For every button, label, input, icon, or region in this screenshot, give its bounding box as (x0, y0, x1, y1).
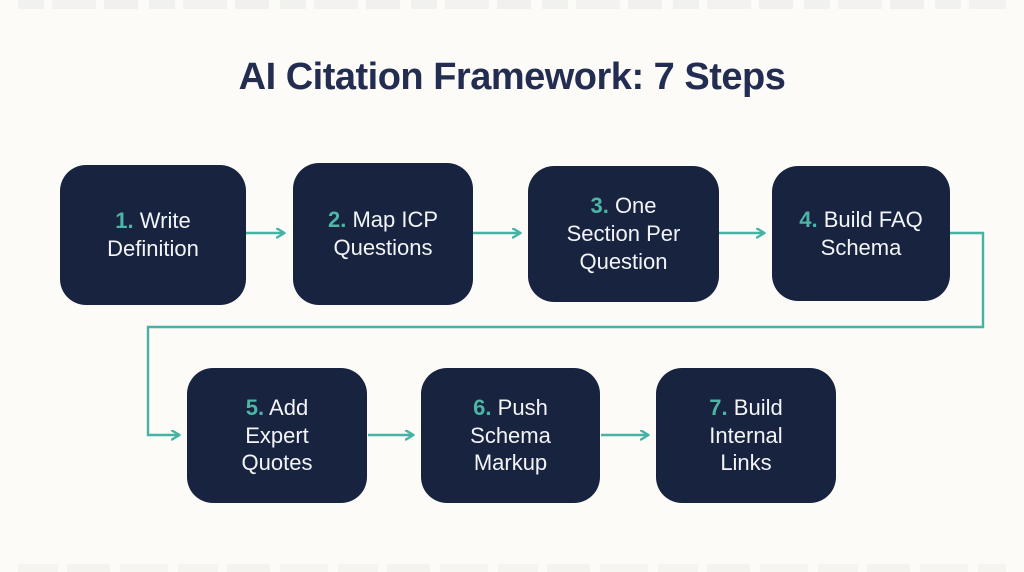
step-label-3: 3. One Section Per Question (558, 192, 690, 275)
step-title-2: Map ICP Questions (333, 207, 439, 260)
step-box-4: 4. Build FAQ Schema (772, 166, 950, 301)
step-number-6: 6. (473, 394, 492, 420)
page-title: AI Citation Framework: 7 Steps (238, 56, 786, 98)
step-label-2: 2. Map ICP Questions (317, 206, 449, 261)
step-number-7: 7. (709, 394, 728, 420)
step-box-1: 1. Write Definition (60, 165, 246, 305)
step-box-2: 2. Map ICP Questions (293, 163, 473, 305)
step-title-1: Write Definition (107, 208, 199, 261)
step-label-1: 1. Write Definition (93, 207, 213, 262)
step-box-6: 6. Push Schema Markup (421, 368, 600, 503)
step-title-6: Push Schema Markup (470, 394, 551, 476)
step-number-5: 5. (245, 394, 265, 420)
step-label-4: 4. Build FAQ Schema (791, 206, 931, 261)
step-title-4: Build FAQ Schema (820, 206, 923, 260)
step-number-1: 1. (115, 208, 134, 234)
step-number-4: 4. (799, 206, 818, 232)
step-box-5: 5. Add Expert Quotes (187, 368, 367, 503)
cropped-text-artifact-top (18, 0, 1006, 9)
step-title-5: Add Expert Quotes (241, 394, 313, 476)
cropped-text-artifact-bottom (18, 564, 1006, 572)
step-label-7: 7. Build Internal Links (696, 394, 796, 477)
step-title-7: Build Internal Links (709, 394, 783, 476)
step-box-3: 3. One Section Per Question (528, 166, 719, 302)
step-label-5: 5. Add Expert Quotes (230, 394, 325, 477)
step-box-7: 7. Build Internal Links (656, 368, 836, 503)
step-label-6: 6. Push Schema Markup (461, 394, 561, 477)
step-number-3: 3. (590, 193, 609, 219)
step-title-3: One Section Per Question (566, 193, 681, 274)
step-number-2: 2. (327, 207, 347, 233)
